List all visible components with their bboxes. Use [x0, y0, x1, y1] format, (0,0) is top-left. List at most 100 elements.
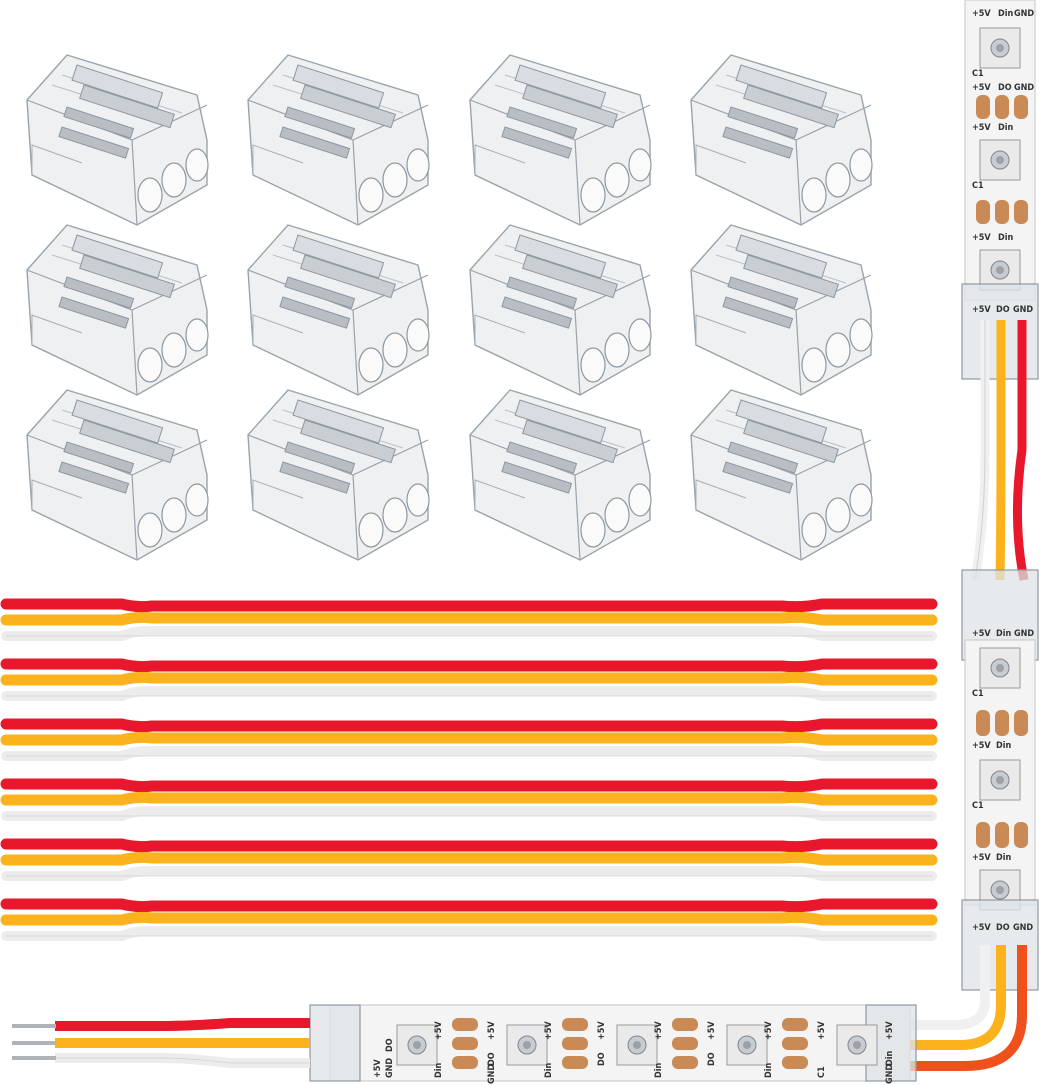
pad-label: +5V	[373, 1059, 383, 1078]
strip-segment: +5V Din GND C1 +5V DO GND	[972, 9, 1034, 119]
three-core-cable	[6, 724, 932, 756]
pad-label: GND	[487, 1064, 497, 1084]
pad-label: +5V	[972, 123, 991, 133]
pad-label: GND	[1013, 305, 1033, 315]
solder-pad-icon	[452, 1018, 478, 1031]
pad-label: +5V	[434, 1021, 444, 1040]
horizontal-led-strip: +5V DO GND +5V Din +5V DO GND +5V Din +5…	[12, 1004, 917, 1084]
solder-pad-icon	[1014, 710, 1028, 736]
pad-label: +5V	[707, 1021, 717, 1040]
pad-label: +5V	[764, 1021, 774, 1040]
clear-3pin-connector-icon	[690, 54, 873, 226]
solder-pad-icon	[452, 1056, 478, 1069]
pad-label: GND	[1013, 923, 1033, 933]
three-core-cable	[6, 664, 932, 696]
pad-label: +5V	[972, 629, 991, 639]
solder-pad-icon	[976, 710, 990, 736]
pad-label: Din	[998, 233, 1013, 243]
connector-grid	[26, 54, 873, 561]
pad-label: C1	[972, 689, 984, 699]
solder-pad-icon	[782, 1018, 808, 1031]
solder-pad-icon	[976, 822, 990, 848]
pad-label: DO	[597, 1052, 607, 1066]
pad-label: +5V	[972, 305, 991, 315]
clear-3pin-connector-icon	[469, 224, 652, 396]
three-core-cable	[6, 604, 932, 636]
three-core-cable	[6, 784, 932, 816]
solder-pad-icon	[1014, 200, 1028, 224]
pad-label: GND	[1014, 629, 1034, 639]
solder-pad-icon	[1014, 822, 1028, 848]
strip-segment: +5V Din C1 +5V Din	[972, 123, 1028, 291]
pad-label: GND	[385, 1058, 395, 1078]
pad-label: +5V	[972, 923, 991, 933]
clear-3pin-connector-icon	[26, 389, 209, 561]
clear-3pin-connector-icon	[469, 54, 652, 226]
pad-label: GND	[1014, 9, 1034, 19]
led-chip-icon	[726, 1024, 768, 1066]
solder-pad-icon	[995, 710, 1009, 736]
pad-label: DO	[385, 1038, 395, 1052]
led-chip-icon	[506, 1024, 548, 1066]
pad-label: +5V	[885, 1021, 895, 1040]
three-core-cable	[6, 904, 932, 936]
solder-pad-icon	[562, 1018, 588, 1031]
solder-pad-icon	[452, 1037, 478, 1050]
clear-3pin-connector-icon	[469, 389, 652, 561]
clear-3pin-connector-icon	[309, 1004, 361, 1082]
clear-3pin-connector-icon	[26, 224, 209, 396]
pad-label: GND	[1014, 83, 1034, 93]
solder-pad-icon	[976, 200, 990, 224]
solder-pad-icon	[562, 1056, 588, 1069]
clear-3pin-connector-icon	[26, 54, 209, 226]
led-chip-icon	[979, 647, 1021, 689]
led-chip-icon	[836, 1024, 878, 1066]
pad-label: +5V	[972, 853, 991, 863]
pad-label: Din	[996, 741, 1011, 751]
pad-label: GND	[885, 1064, 895, 1084]
solder-pad-icon	[995, 200, 1009, 224]
led-chip-icon	[616, 1024, 658, 1066]
wire-pin-icon	[12, 1024, 56, 1028]
solder-pad-icon	[672, 1018, 698, 1031]
solder-pad-icon	[976, 95, 990, 119]
cable-bundle	[6, 604, 932, 936]
clear-3pin-connector-icon	[247, 54, 430, 226]
pad-label: +5V	[972, 233, 991, 243]
solder-pad-icon	[562, 1037, 588, 1050]
solder-pad-icon	[782, 1056, 808, 1069]
led-chip-icon	[979, 759, 1021, 801]
pad-label: Din	[996, 853, 1011, 863]
pad-label: C1	[972, 181, 984, 191]
pad-group	[452, 1018, 808, 1069]
wire-pin-icon	[12, 1056, 56, 1060]
solder-pad-icon	[782, 1037, 808, 1050]
solder-pad-icon	[672, 1037, 698, 1050]
pad-label: C1	[972, 801, 984, 811]
wire-pin-icon	[12, 1041, 56, 1045]
pad-label: DO	[487, 1052, 497, 1066]
pad-label: DO	[998, 83, 1012, 93]
pad-label: C1	[972, 69, 984, 79]
solder-pad-icon	[1014, 95, 1028, 119]
pad-label: +5V	[597, 1021, 607, 1040]
pad-label: Din	[885, 1051, 895, 1066]
led-chip-icon	[979, 139, 1021, 181]
pad-label: Din	[544, 1063, 554, 1078]
pad-label: DO	[996, 305, 1010, 315]
led-chip-icon	[979, 27, 1021, 69]
pad-label: +5V	[972, 83, 991, 93]
pad-label: +5V	[817, 1021, 827, 1040]
pad-label: Din	[998, 123, 1013, 133]
pad-label: Din	[996, 629, 1011, 639]
vertical-led-strip: +5V Din GND C1 +5V DO GND +5V Din C1 +5V…	[910, 0, 1039, 1071]
led-chip-icon	[396, 1024, 438, 1066]
pad-label: +5V	[972, 9, 991, 19]
clear-3pin-connector-icon	[690, 389, 873, 561]
solder-pad-icon	[995, 822, 1009, 848]
pad-label: C1	[817, 1066, 827, 1078]
pad-label: Din	[764, 1063, 774, 1078]
solder-pad-icon	[995, 95, 1009, 119]
pad-label: Din	[434, 1063, 444, 1078]
